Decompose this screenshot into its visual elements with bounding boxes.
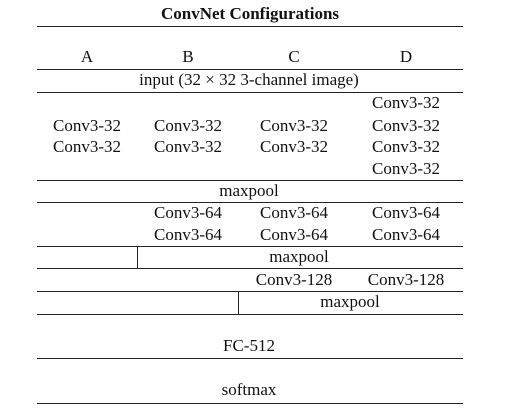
rule-pool2-bottom [37,268,463,269]
maxpool-row: maxpool [320,292,380,311]
conv-cell: Conv3-32 [53,116,121,135]
conv-cell: Conv3-32 [260,137,328,156]
column-header-b: B [182,47,194,66]
conv-cell: Conv3-64 [260,225,328,244]
maxpool-row: maxpool [219,181,279,200]
rule-block1-bottom [37,180,463,181]
conv-cell: Conv3-64 [372,203,440,222]
conv-cell: Conv3-32 [372,159,440,178]
rule-bottom [37,403,463,404]
column-header-d: D [399,47,413,66]
softmax-row: softmax [221,380,277,399]
fc-row: FC-512 [223,336,275,355]
column-header-a: A [80,47,94,66]
conv-cell: Conv3-128 [367,270,445,289]
conv-cell: Conv3-32 [260,116,328,135]
conv-cell: Conv3-128 [255,270,333,289]
column-header-c: C [288,47,300,66]
conv-cell: Conv3-32 [372,137,440,156]
maxpool-row: maxpool [269,247,329,266]
conv-cell: Conv3-64 [372,225,440,244]
table-title: ConvNet Configurations [160,4,340,23]
input-row: input (32 × 32 3-channel image) [139,70,359,89]
conv-cell: Conv3-64 [154,203,222,222]
rule-pool1-bottom [37,202,463,203]
divider-pool3-left [238,291,239,315]
divider-pool2-left [137,246,138,269]
conv-cell: Conv3-64 [260,203,328,222]
conv-cell: Conv3-64 [154,225,222,244]
conv-cell: Conv3-32 [372,93,440,112]
rule-header-bottom [37,69,463,70]
rule-input-bottom [37,92,463,93]
rule-block3-bottom [37,291,463,292]
rule-top [37,26,463,27]
rule-pool3-bottom [37,314,463,315]
rule-fc-bottom [37,358,463,359]
conv-cell: Conv3-32 [154,137,222,156]
conv-cell: Conv3-32 [53,137,121,156]
rule-block2-bottom [37,246,463,247]
conv-cell: Conv3-32 [372,116,440,135]
conv-cell: Conv3-32 [154,116,222,135]
